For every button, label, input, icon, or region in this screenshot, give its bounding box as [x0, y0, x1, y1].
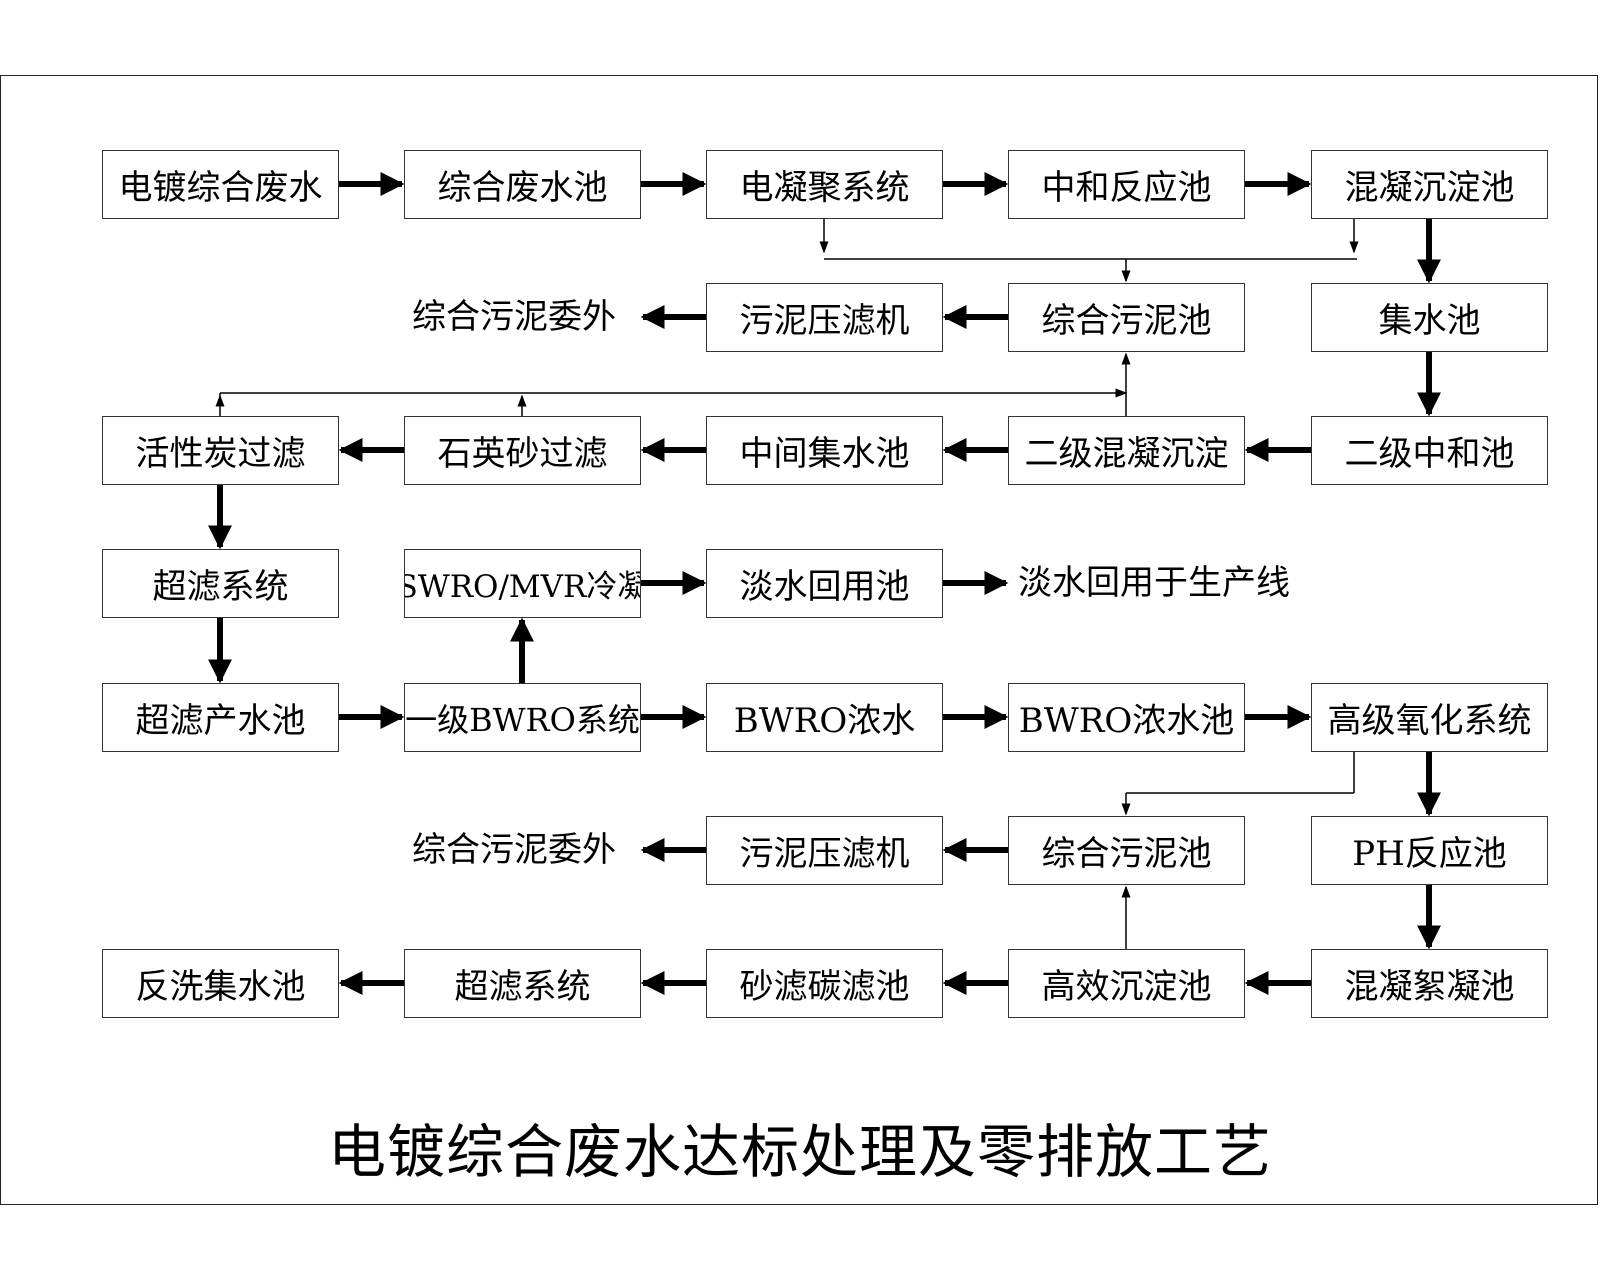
node-coag-flocculation: 混凝絮凝池: [1311, 949, 1548, 1018]
node-ph-reaction: PH反应池: [1311, 816, 1548, 885]
node-bwro-concentrate: BWRO浓水: [706, 683, 943, 752]
node-bwro-concentrate-pool: BWRO浓水池: [1008, 683, 1245, 752]
node-secondary-coagulation: 二级混凝沉淀: [1008, 416, 1245, 485]
diagram-frame: [0, 75, 1598, 1205]
node-mixed-pool: 综合废水池: [404, 150, 641, 219]
node-electrocoagulation: 电凝聚系统: [706, 150, 943, 219]
node-secondary-neutralization: 二级中和池: [1311, 416, 1548, 485]
label-reuse-production: 淡水回用于生产线: [1018, 563, 1290, 603]
diagram-title: 电镀综合废水达标处理及零排放工艺: [327, 1118, 1272, 1186]
node-sludge-press-2: 污泥压滤机: [706, 816, 943, 885]
node-ultrafiltration-2: 超滤系统: [404, 949, 641, 1018]
node-middle-pool: 中间集水池: [706, 416, 943, 485]
node-bwro-system: 一级BWRO系统: [404, 683, 641, 752]
node-backwash-pool: 反洗集水池: [102, 949, 339, 1018]
node-sand-carbon-filter: 砂滤碳滤池: [706, 949, 943, 1018]
node-uf-product-pool: 超滤产水池: [102, 683, 339, 752]
node-wastewater: 电镀综合废水: [102, 150, 339, 219]
node-fresh-water-pool: 淡水回用池: [706, 549, 943, 618]
node-coagulation-sedimentation: 混凝沉淀池: [1311, 150, 1548, 219]
label-sludge-outsource-2: 综合污泥委外: [412, 830, 616, 870]
node-swro-mvr: SWRO/MVR冷凝: [404, 549, 641, 618]
node-sludge-pool-1: 综合污泥池: [1008, 283, 1245, 352]
node-activated-carbon: 活性炭过滤: [102, 416, 339, 485]
node-sludge-press-1: 污泥压滤机: [706, 283, 943, 352]
node-quartz-sand: 石英砂过滤: [404, 416, 641, 485]
label-sludge-outsource-1: 综合污泥委外: [412, 297, 616, 337]
node-collection-pool: 集水池: [1311, 283, 1548, 352]
node-advanced-oxidation: 高级氧化系统: [1311, 683, 1548, 752]
node-high-efficiency-sedimentation: 高效沉淀池: [1008, 949, 1245, 1018]
node-neutralization: 中和反应池: [1008, 150, 1245, 219]
node-ultrafiltration: 超滤系统: [102, 549, 339, 618]
node-sludge-pool-2: 综合污泥池: [1008, 816, 1245, 885]
